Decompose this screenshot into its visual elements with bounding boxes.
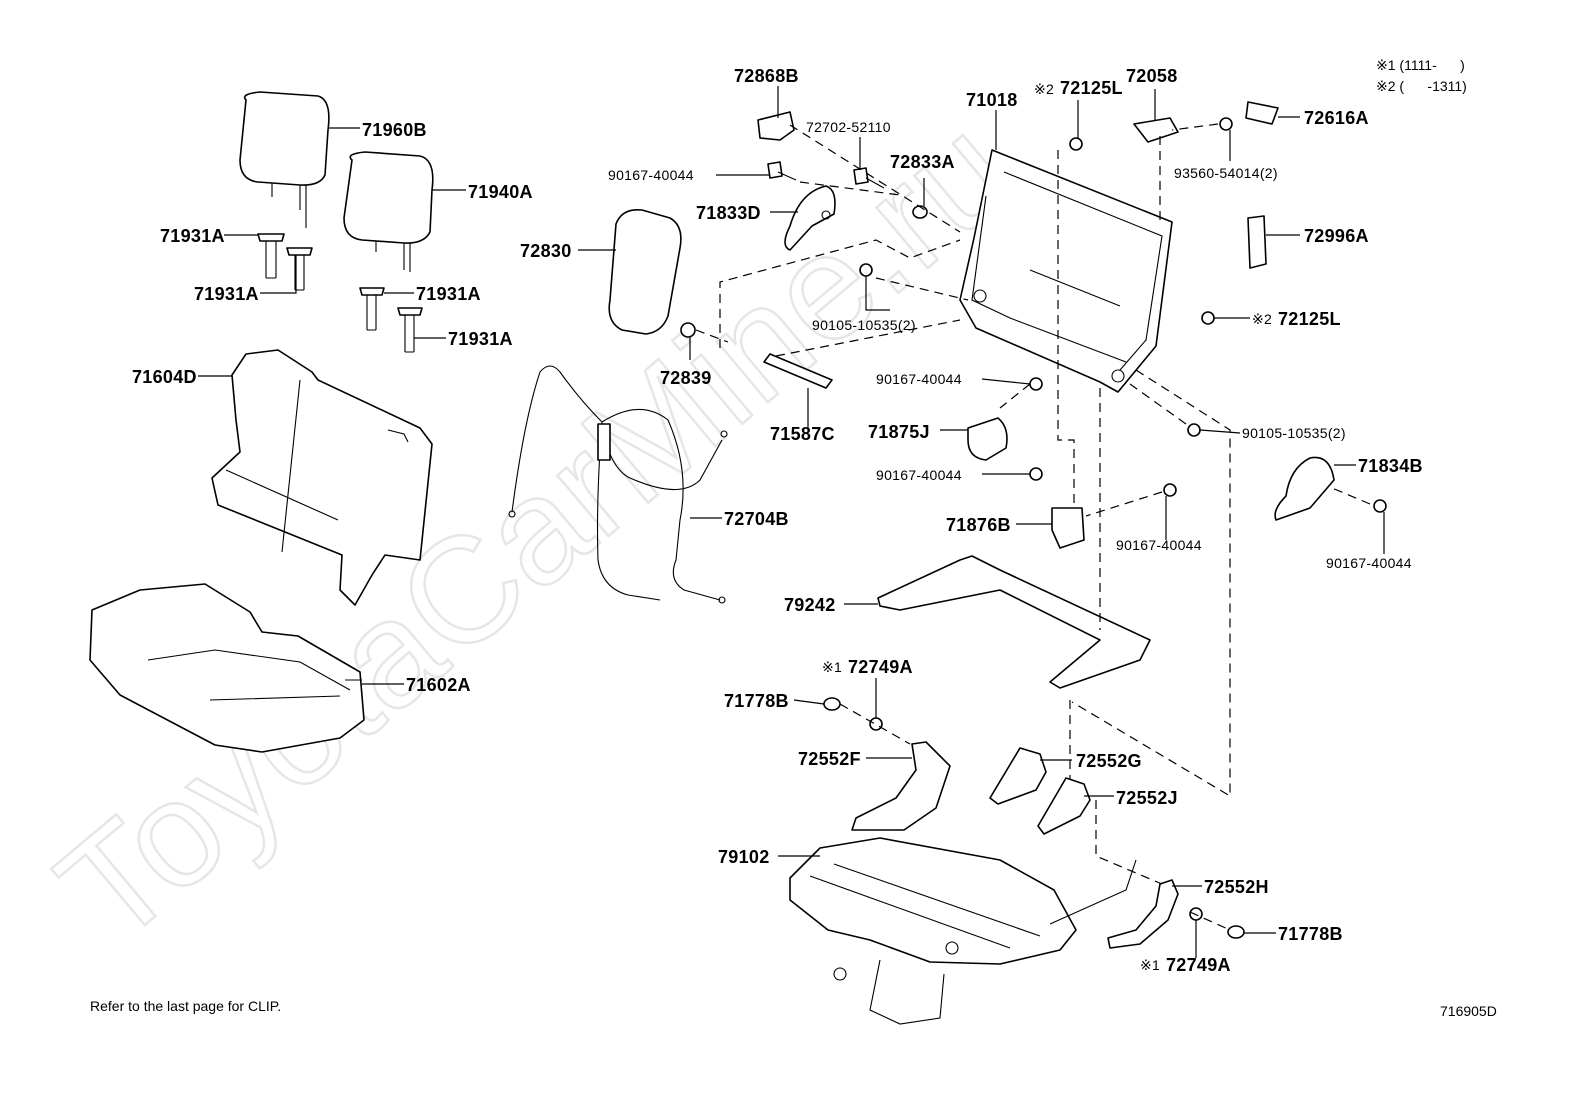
label-72552g: 72552G [1076, 751, 1142, 771]
part-71875j [967, 417, 1008, 461]
bracket-72058 [1133, 117, 1179, 143]
label-79242: 79242 [784, 595, 836, 615]
nut-72839 [680, 322, 696, 338]
screw-90167-d [1163, 483, 1177, 497]
label-72552h: 72552H [1204, 877, 1269, 897]
seat-cushion-cover-71602a [89, 583, 365, 753]
label-71931a-2: 71931A [194, 284, 259, 304]
label-90167-a: 90167-40044 [608, 167, 694, 183]
part-72996a [1247, 215, 1267, 269]
label-72830: 72830 [520, 241, 572, 261]
guide-71931a-3 [359, 287, 385, 331]
guide-71931a-1 [257, 233, 285, 279]
cover-72552j [1037, 777, 1091, 835]
label-72616a [1245, 101, 1279, 125]
plug-72125l-top [1069, 137, 1083, 151]
label-72552f: 72552F [798, 749, 861, 769]
footnote-2: ※2 ( -1311) [1376, 78, 1467, 94]
plug-72125l-mid [1201, 311, 1215, 325]
footnotes: ※1 (1111- ) ※2 ( -1311) [1376, 57, 1467, 94]
label-93560: 93560-54014(2) [1174, 165, 1278, 181]
hinge-cover-71833d [784, 185, 836, 251]
rail-79242 [877, 555, 1151, 689]
label-72749a-bot: 72749A [1166, 955, 1231, 975]
label-71931a-4: 71931A [448, 329, 513, 349]
cover-72552g [989, 747, 1047, 805]
guide-71931a-4 [397, 307, 423, 353]
seatback-frame-71018 [959, 149, 1173, 393]
leader-lines [198, 86, 1385, 958]
label-72058: 72058 [1126, 66, 1178, 86]
label-71875j: 71875J [868, 422, 930, 442]
label-90105-a: 90105-10535(2) [812, 317, 916, 333]
screw-90167-b [1029, 377, 1043, 391]
diagram-code: 716905D [1440, 1003, 1497, 1019]
cap-71778b-right [1227, 925, 1245, 939]
label-90105-b: 90105-10535(2) [1242, 425, 1346, 441]
hinge-cover-71834b [1274, 456, 1335, 521]
headrest-71940a [343, 151, 434, 272]
label-72749a-bot-mark: ※1 [1140, 957, 1160, 973]
headrest-71960b [239, 91, 330, 228]
cushion-frame-79102 [789, 837, 1137, 1025]
label-72704b: 72704B [724, 509, 789, 529]
label-71018: 71018 [966, 90, 1018, 110]
screw-93560 [1219, 117, 1233, 131]
nut-72749a-top [869, 717, 883, 731]
label-90167-b: 90167-40044 [876, 371, 962, 387]
screw-90167-a [767, 161, 797, 181]
label-72702-52110: 72702-52110 [806, 119, 891, 135]
label-71602a: 71602A [406, 675, 471, 695]
label-72749a-top-mark: ※1 [822, 659, 842, 675]
cable-72704b [508, 365, 728, 604]
label-71833d: 71833D [696, 203, 761, 223]
nut-72749a-bot [1189, 907, 1203, 921]
cap-71778b-left [823, 697, 841, 711]
pad-72830 [608, 208, 682, 335]
bolt-90105-a [859, 263, 873, 277]
label-79102: 79102 [718, 847, 770, 867]
part-labels: 71960B 71940A 71931A 71931A 71931A 71931… [132, 66, 1423, 975]
label-72552j: 72552J [1116, 788, 1178, 808]
clip-note: Refer to the last page for CLIP. [90, 998, 281, 1014]
label-72125l-top: 72125L [1060, 78, 1123, 98]
label-71604d: 71604D [132, 367, 197, 387]
label-72125l-top-mark: ※2 [1034, 81, 1054, 97]
washer-72833a [912, 205, 928, 219]
assembly-dashed-lines [695, 123, 1371, 931]
label-90167-e: 90167-40044 [1326, 555, 1412, 571]
label-71778b-right: 71778B [1278, 924, 1343, 944]
label-90167-c: 90167-40044 [876, 467, 962, 483]
footnote-1: ※1 (1111- ) [1376, 57, 1465, 73]
cover-72552h [1107, 879, 1179, 949]
bolt-90105-b [1187, 423, 1201, 437]
part-72868b [757, 111, 795, 141]
label-71587c: 71587C [770, 424, 835, 444]
label-72868b: 72868B [734, 66, 799, 86]
part-71876b [1051, 507, 1085, 549]
label-72616a: 72616A [1304, 108, 1369, 128]
label-71778b-left: 71778B [724, 691, 789, 711]
label-72839: 72839 [660, 368, 712, 388]
screw-90167-e [1373, 499, 1387, 513]
label-72996a: 72996A [1304, 226, 1369, 246]
label-71876b: 71876B [946, 515, 1011, 535]
label-71931a-3: 71931A [416, 284, 481, 304]
label-72833a: 72833A [890, 152, 955, 172]
label-71960b: 71960B [362, 120, 427, 140]
label-90167-d: 90167-40044 [1116, 537, 1202, 553]
bolt-72702-52110 [853, 167, 885, 189]
seatback-cover-71604d [211, 349, 433, 606]
label-71834b: 71834B [1358, 456, 1423, 476]
label-72125l-mid: 72125L [1278, 309, 1341, 329]
label-72125l-mid-mark: ※2 [1252, 311, 1272, 327]
screw-90167-c [1029, 467, 1043, 481]
label-72749a-top: 72749A [848, 657, 913, 677]
guide-71931a-2 [286, 247, 313, 291]
label-71940a: 71940A [468, 182, 533, 202]
label-71931a-1: 71931A [160, 226, 225, 246]
strip-71587c [763, 353, 833, 389]
cover-72552f [851, 741, 951, 831]
